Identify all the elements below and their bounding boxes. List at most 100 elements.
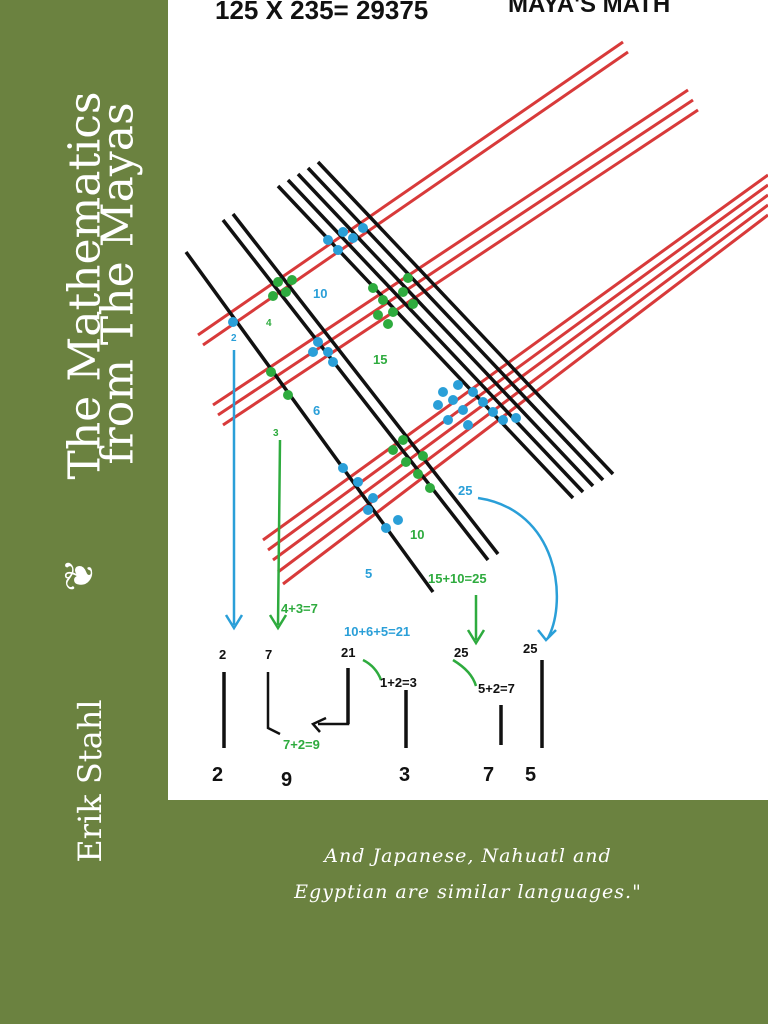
green-bracket-2 xyxy=(452,658,478,687)
label-10-bottom: 10 xyxy=(410,527,425,542)
red-line xyxy=(267,183,768,552)
blue-dot xyxy=(488,407,498,417)
blue-dot xyxy=(463,420,473,430)
black-lines-group xyxy=(184,160,615,594)
result-digit-2: 9 xyxy=(281,769,293,791)
black-line xyxy=(221,218,490,562)
tagline: And Japanese, Nahuatl and Egyptian are s… xyxy=(168,838,768,910)
blue-dot xyxy=(338,227,348,237)
green-dot xyxy=(368,283,378,293)
green-dot xyxy=(413,469,423,479)
black-line xyxy=(316,160,615,476)
blue-dot xyxy=(498,415,508,425)
top-number-2: 7 xyxy=(265,647,273,662)
green-dot xyxy=(287,275,297,285)
result-digit-3: 3 xyxy=(399,764,411,786)
red-line xyxy=(222,108,699,427)
title-line-2: from The Mayas xyxy=(92,102,144,465)
black-line xyxy=(296,172,595,488)
result-digit-1: 2 xyxy=(212,764,224,786)
carry-3: 7+2=9 xyxy=(283,737,320,752)
green-dot xyxy=(283,390,293,400)
blue-arrow xyxy=(224,350,244,631)
maya-multiplication-diagram xyxy=(184,40,768,748)
green-arrow xyxy=(268,439,288,631)
green-dot xyxy=(388,445,398,455)
blue-dot xyxy=(313,337,323,347)
blue-dot xyxy=(363,505,373,515)
green-dot xyxy=(403,273,413,283)
blue-dot xyxy=(438,387,448,397)
author-name: Erik Stahl xyxy=(71,699,109,863)
result-digit-4: 7 xyxy=(483,764,495,786)
green-dot xyxy=(266,367,276,377)
label-2: 2 xyxy=(231,333,237,344)
blue-dot xyxy=(458,405,468,415)
blue-dot xyxy=(328,357,338,367)
top-number-3: 21 xyxy=(341,645,356,660)
blue-dot xyxy=(323,235,333,245)
label-5: 5 xyxy=(365,566,373,581)
intersection-dots-group xyxy=(228,223,521,533)
black-line xyxy=(184,250,435,594)
blue-dot xyxy=(381,523,391,533)
black-line xyxy=(306,166,605,482)
red-line xyxy=(197,40,624,337)
green-dot xyxy=(408,299,418,309)
carry-1: 1+2=3 xyxy=(380,675,417,690)
green-dot xyxy=(281,287,291,297)
red-lines-group xyxy=(197,40,768,586)
blue-dot xyxy=(478,397,488,407)
maya-math-header: MAYA'S MATH xyxy=(508,0,671,18)
blue-dot xyxy=(433,400,443,410)
blue-dot xyxy=(353,477,363,487)
label-sum-7: 4+3=7 xyxy=(281,601,318,616)
top-number-4: 25 xyxy=(454,645,469,660)
blue-curve-arrow xyxy=(477,496,559,642)
green-dot xyxy=(373,310,383,320)
label-15: 15 xyxy=(373,352,388,367)
blue-dot xyxy=(348,233,358,243)
black-line xyxy=(286,178,585,494)
blue-dot xyxy=(448,395,458,405)
blue-dot xyxy=(443,415,453,425)
blue-dot xyxy=(338,463,348,473)
red-line xyxy=(217,98,694,417)
label-4: 4 xyxy=(266,318,272,329)
green-dot xyxy=(268,291,278,301)
book-spine: The Mathematics from The Mayas ❦ Erik St… xyxy=(0,0,168,1024)
label-sum-21: 10+6+5=21 xyxy=(344,624,411,639)
red-line xyxy=(277,203,768,574)
green-dot xyxy=(398,435,408,445)
green-dot xyxy=(425,483,435,493)
carry-arrow xyxy=(266,672,281,736)
green-dot xyxy=(273,277,283,287)
flourish-icon: ❦ xyxy=(57,558,103,592)
green-dot xyxy=(398,287,408,297)
blue-dot xyxy=(393,515,403,525)
tagline-line-2: Egyptian are similar languages." xyxy=(294,881,642,903)
blue-dot xyxy=(511,413,521,423)
green-dot xyxy=(378,295,388,305)
green-dot xyxy=(388,307,398,317)
label-sum-25: 15+10=25 xyxy=(428,571,487,586)
label-3: 3 xyxy=(273,428,279,439)
red-line xyxy=(212,88,689,407)
green-arrow-2 xyxy=(466,595,486,646)
label-6: 6 xyxy=(313,403,321,418)
diagram-panel: 125 X 235= 29375 MAYA'S MATH 2 4 10 3 6 … xyxy=(168,0,768,800)
result-digit-5: 5 xyxy=(525,764,537,786)
carry-2: 5+2=7 xyxy=(478,681,515,696)
arrows-group xyxy=(224,350,559,736)
blue-dot xyxy=(323,347,333,357)
green-dot xyxy=(383,319,393,329)
label-10-top: 10 xyxy=(313,286,328,301)
black-line xyxy=(231,212,500,556)
result-ticks-group xyxy=(222,660,544,748)
red-line xyxy=(262,173,768,542)
blue-dot xyxy=(333,245,343,255)
blue-dot xyxy=(308,347,318,357)
blue-dot xyxy=(228,317,238,327)
carry-arrow-2 xyxy=(310,668,350,733)
green-bracket xyxy=(362,658,383,681)
